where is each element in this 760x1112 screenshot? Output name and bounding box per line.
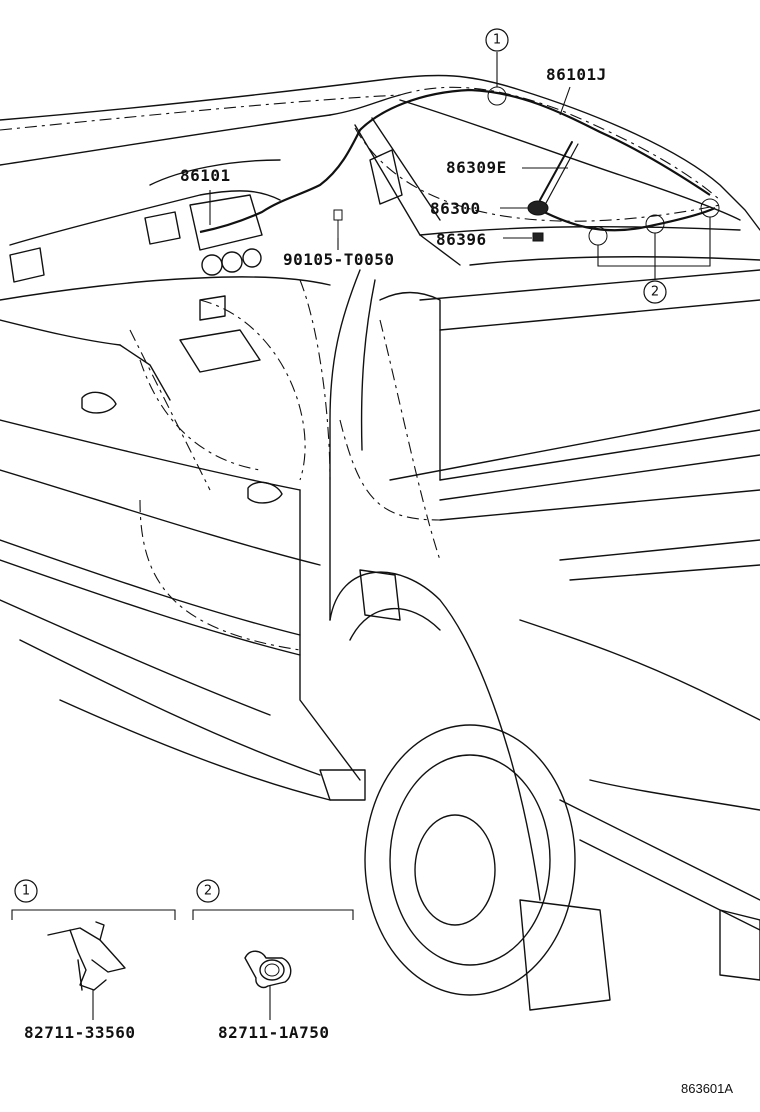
label-90105-T0050: 90105-T0050 [283,250,394,269]
antenna-nut [532,232,544,242]
clamp-part-2-drawing [244,950,292,989]
label-82711-33560: 82711-33560 [24,1023,135,1042]
label-86101: 86101 [180,166,231,185]
antenna-cord-path [0,86,721,651]
callout-1-number: 1 [493,33,501,48]
label-86300: 86300 [430,199,481,218]
leader-lines [209,52,711,280]
cord-clamps [487,86,720,246]
label-86396: 86396 [436,230,487,249]
antenna-base [527,200,549,216]
detail-1-number: 1 [22,884,30,899]
antenna-pole [539,141,579,204]
label-86101J: 86101J [546,65,607,84]
detail-2: 2 82711-1A750 [192,879,354,1042]
callout-2-number: 2 [651,285,659,300]
label-82711-1A750: 82711-1A750 [218,1023,329,1042]
callout-1: 1 [485,28,509,52]
callout-2: 2 [643,280,667,304]
label-86309E: 86309E [446,158,507,177]
clamp-part-1-drawing [47,921,126,991]
bolt [333,209,343,238]
diagram-code: 863601A [681,1081,733,1096]
vehicle-outline [0,74,760,1011]
antenna-cord [199,88,716,234]
detail-1: 1 82711-33560 [11,879,176,1042]
detail-2-number: 2 [204,884,212,899]
